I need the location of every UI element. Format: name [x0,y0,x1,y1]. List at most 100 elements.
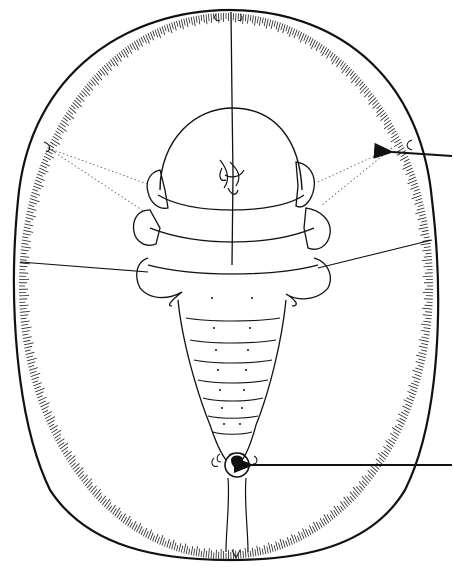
fringe-hair [20,305,29,306]
fringe-hair [189,18,190,24]
abdominal-setae [211,297,253,425]
fringe-hair [181,19,183,29]
fringe-hair [179,20,181,28]
fringe-hair [29,368,38,371]
fringe-hair [167,539,170,548]
fringe-hair [137,40,140,46]
fringe-hair [359,486,363,490]
fringe-hair [21,247,31,248]
fringe-hair [33,186,40,189]
fringe-hair [93,77,100,85]
fringe-hair [167,24,169,32]
fringe-hair [56,438,61,441]
left-spiracle-dotted-2 [48,148,145,212]
fringe-hair [416,199,423,201]
fringe-hair [33,189,39,191]
fringe-hair [68,456,76,462]
fringe-hair [68,110,73,115]
fringe-hair [292,29,294,36]
fringe-hair [74,467,79,472]
fringe-hair [139,526,142,533]
right-hindleg [286,258,330,306]
fringe-hair [398,148,405,152]
fringe-hair [66,455,71,459]
fringe-hair [422,308,432,309]
fringe-hair [401,412,408,416]
fringe-hair [20,256,29,257]
fringe-hair [424,247,431,248]
fringe-hair [174,543,176,551]
fringe-hair [398,424,403,427]
abdominal-segments [186,318,280,434]
operculum [231,456,243,473]
fringe-hair [294,30,297,38]
right-margin-notch [407,140,412,150]
fringe-hair [130,522,133,527]
fringe-hair [26,214,36,217]
fringe-hair [71,463,75,467]
fringe-hair [26,356,33,358]
fringe-hair [421,324,431,325]
fringe-hair [119,52,122,57]
fringe-hair [179,543,181,552]
fringe-hair [43,159,48,162]
fringe-hair [22,243,29,244]
fringe-hair [34,386,41,389]
fringe-hair [66,113,74,119]
fringe-hair [21,324,28,325]
fringe-hair [391,438,396,441]
fringe-hair [412,377,420,380]
fringe-hair [408,391,416,395]
fringe-hair [371,470,376,475]
fringe-hair [252,548,253,557]
fringe-hair [104,499,110,507]
fringe-hair [350,496,354,501]
fringe-hair [23,340,30,341]
fringe-hair [25,350,31,351]
fringe-hair [89,486,93,490]
body-outline [14,10,438,560]
fringe-hair [30,199,40,202]
fringe-hair [250,551,251,557]
fringe-hair [274,21,275,27]
fringe-hair [113,509,117,515]
fringe-hair [415,211,425,214]
fringe-hair [287,537,290,546]
right-spiracle-dotted-2 [322,148,392,205]
fringe-hair [342,65,348,73]
fringe-hair [255,16,256,26]
fringe-hair [271,544,273,552]
fringe-hair [113,58,118,66]
fringe-hair [271,20,273,29]
fringe-hair [370,465,377,472]
fringe-hair [143,36,146,43]
fringe-hair [194,549,195,556]
fringe-hair [20,309,27,310]
fringe-hair [160,27,162,34]
fringe-hair [274,545,275,551]
thorax-segment-1 [158,195,304,210]
fringe-hair [353,487,360,495]
fringe-hair [422,230,429,231]
fringe-hair [421,343,428,345]
fringe-hair [30,371,37,373]
fringe-hair [115,56,119,62]
fringe-hair [393,432,399,436]
fringe-hair [189,549,190,555]
fringe-hair [40,165,46,168]
fringe-hair [157,537,159,544]
fringe-hair [418,359,425,361]
fringe-hair [141,37,144,42]
fringe-hair [27,211,34,213]
fringe-hair [23,337,32,339]
fringe-hair [134,524,137,530]
fringe-hair [148,33,151,39]
fringe-hair [334,510,338,516]
fringe-hair [98,496,102,501]
fringe-hair [423,315,432,316]
fringe-hair [403,162,410,166]
fringe-hair [286,541,288,547]
fringe-hair [418,365,424,367]
fringe-hair [150,533,153,541]
fringe-hair [211,14,212,23]
